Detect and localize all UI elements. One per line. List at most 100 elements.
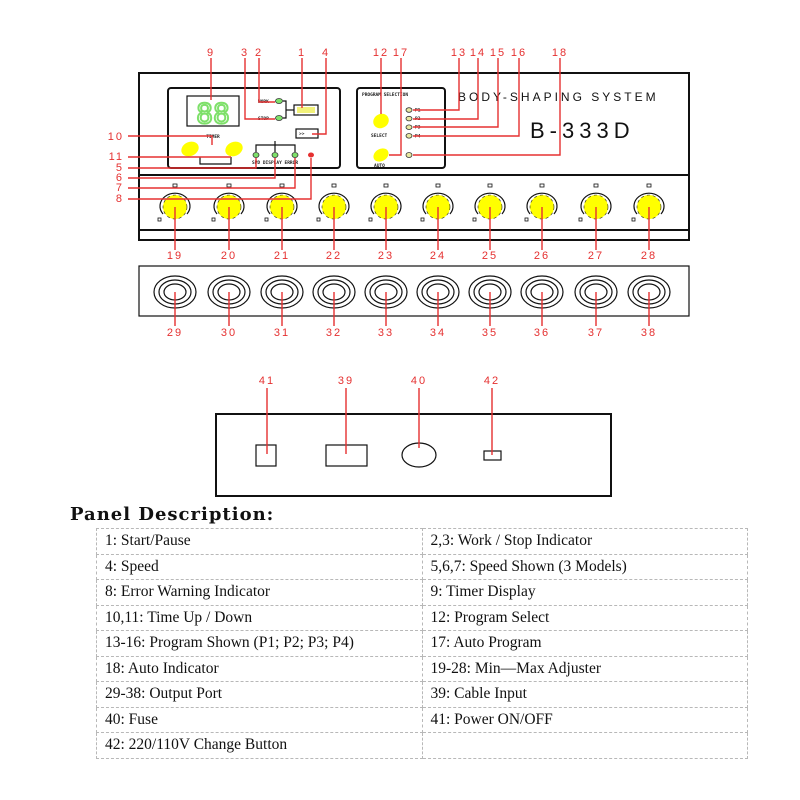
callout-number: 18 bbox=[552, 47, 568, 59]
callout-number: 39 bbox=[338, 375, 354, 387]
callout-number: 32 bbox=[326, 327, 342, 339]
program-select-button[interactable] bbox=[371, 111, 392, 131]
intensity-adjuster-knob[interactable] bbox=[157, 183, 191, 222]
speed-led-7 bbox=[291, 152, 299, 158]
channel-indicator-led bbox=[435, 183, 441, 188]
auto-indicator-led bbox=[405, 152, 413, 158]
callout-leader-line bbox=[128, 158, 312, 200]
callout-number: 17 bbox=[393, 47, 409, 59]
rear-panel bbox=[215, 413, 612, 497]
adjuster-strip bbox=[138, 174, 690, 241]
callout-number: 40 bbox=[411, 375, 427, 387]
time-up-button[interactable] bbox=[179, 139, 201, 159]
speed-button-label: >> bbox=[299, 131, 305, 137]
channel-indicator-led bbox=[172, 183, 178, 188]
callout-number: 35 bbox=[482, 327, 498, 339]
description-cell: 12: Program Select bbox=[421, 604, 748, 631]
intensity-adjuster-knob[interactable] bbox=[211, 183, 245, 222]
description-cell: 18: Auto Indicator bbox=[96, 655, 423, 682]
front-and-rear-panel-diagram: 88 TIMER WORK STOP >> SPD DISPLAY ERROR … bbox=[108, 47, 690, 497]
intensity-adjuster-knob[interactable] bbox=[631, 183, 665, 222]
timer-label: TIMER bbox=[206, 134, 220, 140]
callout-number: 33 bbox=[378, 327, 394, 339]
output-port-strip bbox=[138, 265, 690, 317]
callout-number: 21 bbox=[274, 250, 290, 262]
intensity-adjuster-knob[interactable] bbox=[472, 183, 506, 222]
power-switch[interactable] bbox=[255, 444, 277, 467]
description-cell: 9: Timer Display bbox=[421, 579, 748, 606]
description-cell: 42: 220/110V Change Button bbox=[96, 732, 423, 759]
callout-number: 11 bbox=[109, 151, 124, 163]
channel-indicator-led bbox=[383, 183, 389, 188]
callout-number: 34 bbox=[430, 327, 446, 339]
callout-leader-line bbox=[413, 58, 561, 156]
model-text: B-333D bbox=[530, 118, 635, 143]
channel-indicator-led bbox=[539, 183, 545, 188]
select-label: SELECT bbox=[371, 133, 388, 139]
callout-leader-line bbox=[128, 135, 213, 145]
description-cell: 17: Auto Program bbox=[421, 630, 748, 657]
intensity-adjuster-knob[interactable] bbox=[578, 183, 612, 222]
auto-program-button[interactable] bbox=[371, 146, 391, 164]
channel-indicator-led bbox=[279, 183, 285, 188]
error-warning-led bbox=[308, 152, 314, 158]
brand-text: BODY-SHAPING SYSTEM bbox=[458, 90, 659, 104]
callout-number: 3 bbox=[241, 47, 249, 59]
channel-indicator-led bbox=[646, 183, 652, 188]
auto-label: AUTO bbox=[374, 163, 385, 169]
panel-description-title: Panel Description: bbox=[70, 504, 275, 525]
callout-number: 6 bbox=[116, 172, 124, 184]
description-cell: 4: Speed bbox=[96, 553, 423, 580]
callout-number: 31 bbox=[274, 327, 290, 339]
callout-number: 14 bbox=[470, 47, 486, 59]
description-cell: 1: Start/Pause bbox=[96, 528, 423, 555]
description-cell: 13-16: Program Shown (P1; P2; P3; P4) bbox=[96, 630, 423, 657]
intensity-adjuster-knob[interactable] bbox=[264, 183, 298, 222]
description-cell: 2,3: Work / Stop Indicator bbox=[421, 528, 748, 555]
description-cell: 40: Fuse bbox=[96, 706, 423, 733]
intensity-adjuster-knob[interactable] bbox=[524, 183, 558, 222]
callout-number: 23 bbox=[378, 250, 394, 262]
callout-number: 1 bbox=[298, 47, 306, 59]
intensity-adjuster-knob[interactable] bbox=[368, 183, 402, 222]
callout-number: 5 bbox=[116, 162, 124, 174]
program-led-p4 bbox=[405, 133, 413, 139]
callout-number: 2 bbox=[255, 47, 263, 59]
callout-number: 28 bbox=[641, 250, 657, 262]
callout-number: 8 bbox=[116, 193, 124, 205]
callout-number: 29 bbox=[167, 327, 183, 339]
description-cell bbox=[421, 732, 748, 759]
callout-leader-line bbox=[312, 58, 327, 135]
work-indicator-led bbox=[275, 98, 283, 104]
intensity-adjuster-knob[interactable] bbox=[420, 183, 454, 222]
callout-number: 4 bbox=[322, 47, 330, 59]
timer-display-frame bbox=[186, 95, 240, 127]
callout-number: 41 bbox=[259, 375, 275, 387]
callout-number: 38 bbox=[641, 327, 657, 339]
callout-number: 19 bbox=[167, 250, 183, 262]
timer-display: 88 bbox=[196, 97, 230, 130]
callout-leader-line bbox=[389, 58, 402, 156]
callout-leader-line bbox=[413, 58, 520, 137]
callout-leader-line bbox=[413, 58, 499, 128]
intensity-adjuster-knob[interactable] bbox=[316, 183, 350, 222]
channel-indicator-led bbox=[226, 183, 232, 188]
callout-number: 13 bbox=[451, 47, 467, 59]
callout-leader-line bbox=[258, 58, 275, 103]
callout-leader-line bbox=[244, 58, 275, 120]
callout-number: 27 bbox=[588, 250, 604, 262]
callout-number: 24 bbox=[430, 250, 446, 262]
speed-led-6 bbox=[271, 152, 279, 158]
description-cell: 10,11: Time Up / Down bbox=[96, 604, 423, 631]
speed-led-5 bbox=[252, 152, 260, 158]
time-down-button[interactable] bbox=[223, 139, 245, 159]
description-row: 42: 220/110V Change Button bbox=[96, 732, 748, 759]
description-cell: 41: Power ON/OFF bbox=[421, 706, 748, 733]
